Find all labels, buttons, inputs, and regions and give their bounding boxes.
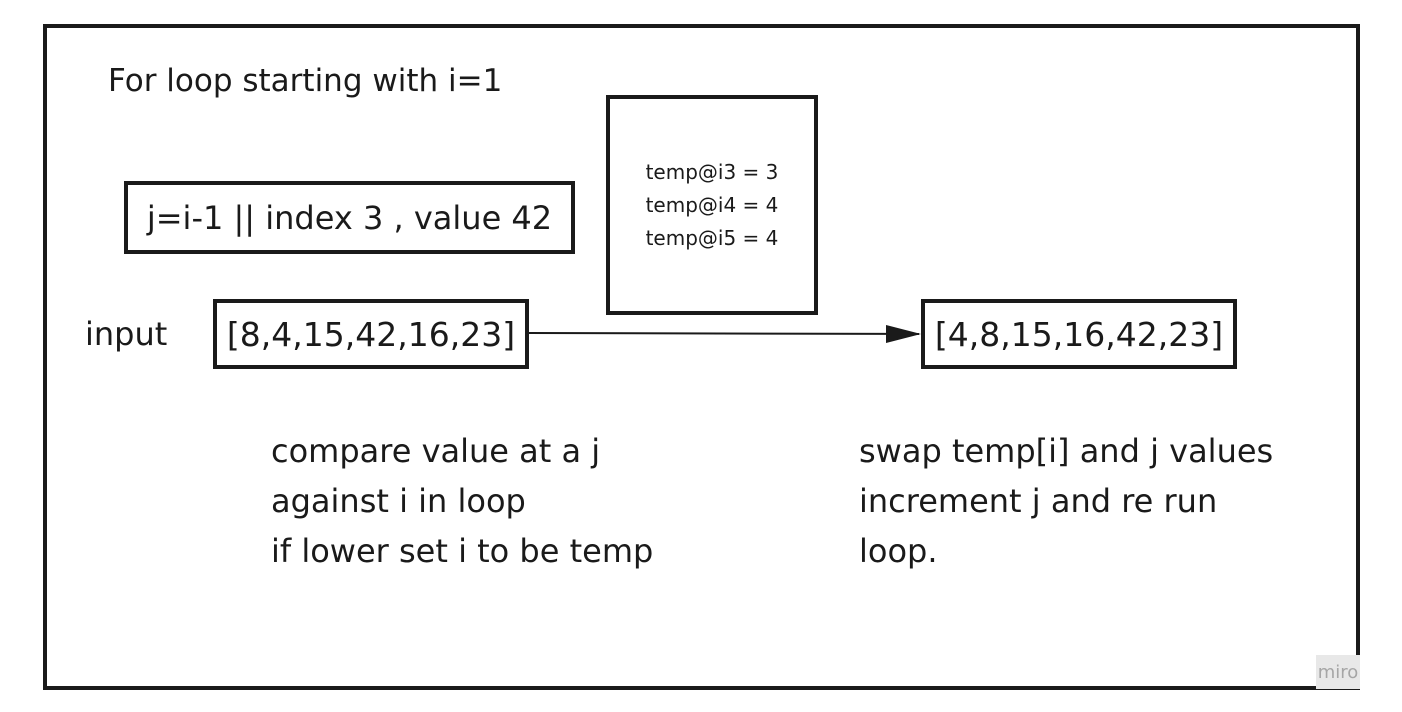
compare-note-line: against i in loop: [271, 482, 526, 520]
swap-note-line: increment j and re run: [859, 482, 1218, 520]
swap-note-line: swap temp[i] and j values: [859, 432, 1274, 470]
miro-watermark: miro: [1316, 655, 1360, 689]
compare-note: compare value at a j against i in loop i…: [271, 426, 653, 576]
diagram-frame: [43, 24, 1360, 690]
output-array-box: [4,8,15,16,42,23]: [921, 299, 1237, 369]
j-index-box: j=i-1 || index 3 , value 42: [124, 181, 575, 254]
temp-values-box: temp@i3 = 3 temp@i4 = 4 temp@i5 = 4: [606, 95, 818, 315]
input-array-text: [8,4,15,42,16,23]: [226, 314, 516, 354]
arrow-line: [528, 332, 920, 335]
swap-note: swap temp[i] and j values increment j an…: [859, 426, 1273, 576]
input-array-box: [8,4,15,42,16,23]: [213, 299, 529, 369]
diagram-title: For loop starting with i=1: [108, 63, 503, 99]
arrow-head: [886, 325, 921, 343]
swap-note-line: loop.: [859, 532, 938, 570]
temp-value-line: temp@i4 = 4: [645, 192, 779, 217]
compare-note-line: compare value at a j: [271, 432, 601, 470]
output-array-text: [4,8,15,16,42,23]: [934, 314, 1224, 354]
compare-note-line: if lower set i to be temp: [271, 532, 654, 570]
temp-value-line: temp@i5 = 4: [645, 225, 779, 250]
input-label: input: [85, 315, 168, 353]
j-index-label: j=i-1 || index 3 , value 42: [146, 198, 553, 237]
temp-value-line: temp@i3 = 3: [645, 159, 779, 184]
